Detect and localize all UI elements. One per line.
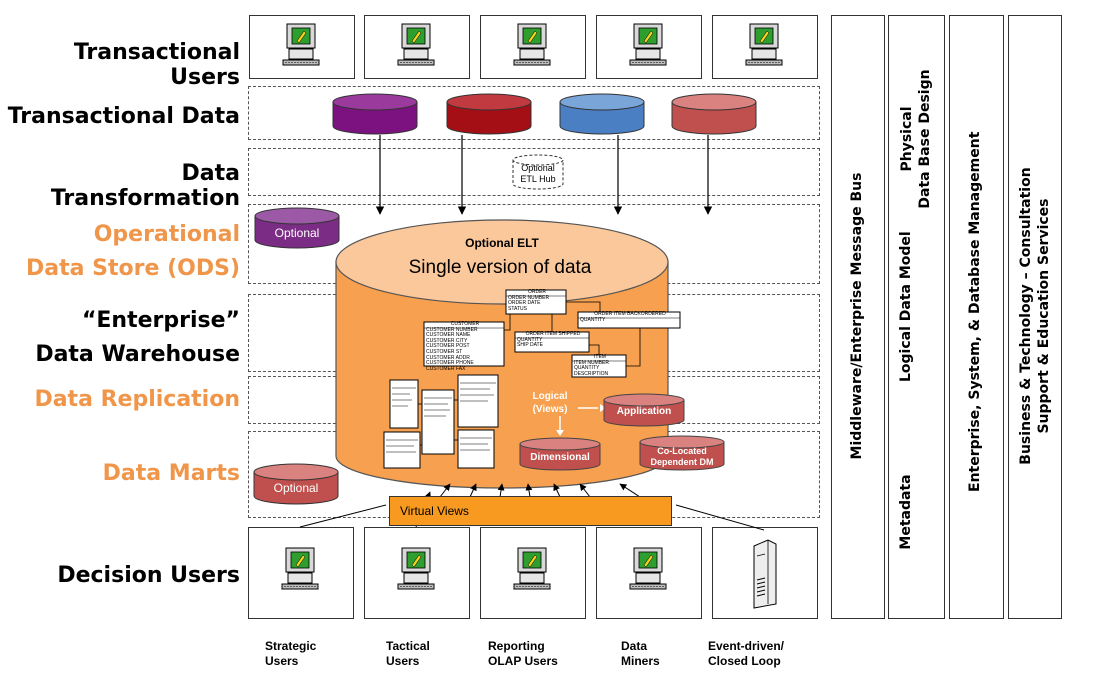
database-cylinder-icon xyxy=(559,93,645,135)
etl-hub-label: Optional ETL Hub xyxy=(520,163,556,184)
dimensional-cylinder xyxy=(519,437,601,471)
desktop-computer-icon xyxy=(281,547,319,590)
desktop-computer-icon xyxy=(282,23,320,66)
er-item: ITEM ITEM NUMBER QUANTITY DESCRIPTION xyxy=(574,354,609,377)
data-mart-cylinder xyxy=(253,463,339,505)
virtual-views-label: Virtual Views xyxy=(400,504,469,518)
arrow-up-icon xyxy=(619,483,641,498)
connector-line xyxy=(299,504,387,528)
er-order-item-backordered: ORDER ITEM BACKORDERED QUANTITY xyxy=(580,311,666,323)
column-middleware xyxy=(831,15,885,619)
er-customer: CUSTOMER CUSTOMER NUMBER CUSTOMER NAME C… xyxy=(426,321,480,372)
label-data-replication: Data Replication xyxy=(34,387,240,412)
physical-db-design-label: Physical Data Base Design xyxy=(899,69,933,209)
single-version-label: Single version of data xyxy=(408,257,592,278)
er-order-item-shipped: ORDER ITEM SHIPPED QUANTITY SHIP DATE xyxy=(517,331,581,349)
label-data-marts: Data Marts xyxy=(102,461,240,486)
label-transactional-data: Transactional Data xyxy=(7,104,240,129)
arrow-up-icon xyxy=(579,483,591,498)
server-tower-icon xyxy=(753,539,777,609)
optional-elt-label: Optional ELT xyxy=(465,236,539,250)
desktop-computer-icon xyxy=(745,23,783,66)
arrow-up-icon xyxy=(553,483,561,498)
logical-data-model-label: Logical Data Model xyxy=(898,231,914,382)
desktop-computer-icon xyxy=(513,23,551,66)
database-cylinder-icon xyxy=(671,93,757,135)
ods-optional-label: Optional xyxy=(274,226,320,240)
database-cylinder-icon xyxy=(332,93,418,135)
arrow-up-icon xyxy=(439,483,451,498)
user-type-miners: Data Miners xyxy=(621,639,660,668)
label-transactional-users: Transactional Users xyxy=(73,40,240,90)
label-ods-line1: Operational xyxy=(93,222,240,247)
etl-hub-cylinder xyxy=(512,154,564,190)
user-type-reporting: Reporting OLAP Users xyxy=(488,639,558,668)
application-label: Application xyxy=(616,406,672,417)
colocated-label: Co-Located Dependent DM xyxy=(650,446,714,467)
star-schema-sketch xyxy=(383,374,499,469)
er-order: ORDER ORDER NUMBER ORDER DATE STATUS xyxy=(508,289,550,312)
arrow-up-icon xyxy=(497,483,505,498)
column-metadata xyxy=(888,15,945,619)
virtual-views-bar: Virtual Views xyxy=(389,496,672,526)
enterprise-mgmt-label: Enterprise, System, & Database Managemen… xyxy=(967,131,983,492)
label-data-transformation: Data Transformation xyxy=(50,161,240,211)
er-model xyxy=(423,289,681,378)
label-edw-line2: Data Warehouse xyxy=(35,342,240,367)
desktop-computer-icon xyxy=(629,23,667,66)
application-cylinder xyxy=(603,393,685,427)
column-enterprise-mgmt xyxy=(949,15,1004,619)
business-services-label: Business & Technology – Consultation Sup… xyxy=(1018,167,1052,465)
dimensional-label: Dimensional xyxy=(530,452,590,463)
metadata-label: Metadata xyxy=(898,474,914,550)
arrow-up-icon xyxy=(525,483,533,498)
database-cylinder-icon xyxy=(446,93,532,135)
label-decision-users: Decision Users xyxy=(57,563,240,588)
colocated-cylinder xyxy=(639,435,725,471)
middleware-label: Middleware/Enterprise Message Bus xyxy=(849,172,865,460)
arrow-up-icon xyxy=(469,483,477,498)
desktop-computer-icon xyxy=(629,547,667,590)
logical-views-label: Logical (Views) xyxy=(532,391,568,415)
column-business xyxy=(1008,15,1062,619)
desktop-computer-icon xyxy=(513,547,551,590)
desktop-computer-icon xyxy=(397,23,435,66)
desktop-computer-icon xyxy=(397,547,435,590)
label-ods-line2: Data Store (ODS) xyxy=(26,256,240,281)
marts-optional-label: Optional xyxy=(273,481,319,495)
user-type-event-driven: Event-driven/ Closed Loop xyxy=(708,639,785,668)
ods-cylinder xyxy=(254,207,340,249)
connector-line xyxy=(675,504,765,531)
user-type-strategic: Strategic Users xyxy=(265,639,317,668)
label-edw-line1: “Enterprise” xyxy=(81,308,240,333)
user-type-tactical: Tactical Users xyxy=(386,639,430,668)
